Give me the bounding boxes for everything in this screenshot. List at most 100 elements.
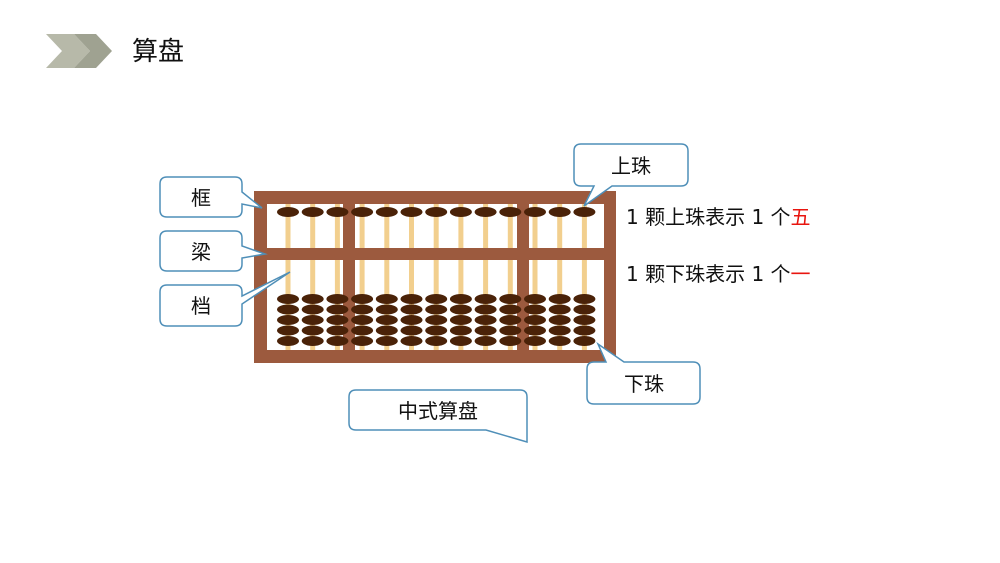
lower-bead [277,325,299,336]
abacus-rod [334,204,340,350]
lower-bead [548,336,571,346]
upper-bead [449,207,472,217]
callout-beam: 梁 [159,230,268,272]
lower-bead [351,294,374,304]
lower-bead-description-text: 1 颗下珠表示 1 个 [626,262,791,286]
double-chevron-right-icon [46,34,112,68]
lower-bead [326,315,349,325]
lower-bead [474,325,497,336]
lower-bead-description: 1 颗下珠表示 1 个一 [626,259,811,289]
abacus-rod [483,204,489,350]
lower-bead [499,325,522,336]
abacus-rod [384,204,390,350]
abacus-rod [409,204,414,350]
abacus-divider-right [517,191,529,363]
lower-bead [351,336,374,346]
lower-bead [400,336,423,346]
lower-bead [474,336,497,346]
caption-label: 中式算盘 [398,399,478,423]
lower-bead [548,294,571,304]
lower-bead [400,304,423,315]
upper-bead-description: 1 颗上珠表示 1 个五 [626,202,811,232]
lower-bead [400,325,423,336]
lower-bead [375,304,398,315]
abacus-rod [557,204,563,350]
lower-bead [449,325,472,336]
caption-callout: 中式算盘 [348,389,528,444]
lower-bead [277,294,299,304]
abacus-rod [285,204,291,350]
callout-upper-bead: 上珠 [573,143,689,207]
lower-bead [301,294,324,304]
abacus-rod [507,204,513,350]
upper-bead [499,207,522,217]
abacus-rod [359,204,365,350]
abacus-rod [433,204,439,350]
lower-bead [301,336,324,346]
abacus-rod [581,204,587,350]
lower-bead [375,336,398,346]
lower-bead [499,304,522,315]
lower-bead [301,325,324,336]
lower-bead [449,294,472,304]
lower-bead [474,304,497,315]
lower-bead [351,325,374,336]
upper-bead [301,207,324,217]
lower-bead [524,315,546,325]
lower-bead [425,336,448,346]
lower-bead [277,304,299,315]
lower-bead [326,294,349,304]
callout-rod-label: 档 [191,294,211,318]
lower-bead [573,315,596,325]
lower-bead [301,304,324,315]
lower-bead [375,325,398,336]
lower-bead [474,315,497,325]
upper-bead [375,207,398,217]
upper-bead [400,207,423,217]
lower-bead [375,315,398,325]
lower-bead [351,315,374,325]
upper-bead [351,207,374,217]
abacus-rod [310,204,316,350]
lower-bead [474,294,497,304]
upper-bead-description-text: 1 颗上珠表示 1 个 [626,205,791,229]
abacus-divider-left [343,191,355,363]
callout-rod: 档 [159,271,291,327]
lower-bead [425,294,448,304]
upper-bead [524,207,546,217]
lower-bead [548,304,571,315]
callout-upper-bead-label: 上珠 [611,154,651,178]
upper-bead [425,207,448,217]
lower-bead [351,304,374,315]
lower-bead-value: 一 [790,262,811,286]
lower-bead [573,304,596,315]
lower-bead [375,294,398,304]
lower-bead [326,336,349,346]
lower-bead [400,294,423,304]
lower-bead [573,325,596,336]
lower-bead [449,304,472,315]
upper-bead-value: 五 [790,205,811,229]
upper-bead [474,207,497,217]
callout-lower-bead: 下珠 [586,341,701,405]
lower-bead [301,315,324,325]
lower-bead [524,304,546,315]
callout-beam-label: 梁 [191,240,211,264]
page-title: 算盘 [132,37,185,67]
callout-lower-bead-label: 下珠 [624,372,664,396]
abacus-beam [254,248,616,260]
lower-bead [425,325,448,336]
upper-bead [548,207,571,217]
lower-bead [449,336,472,346]
lower-bead [573,336,596,346]
lower-bead [277,315,299,325]
lower-bead [524,325,546,336]
lower-bead [277,336,299,346]
lower-bead [548,315,571,325]
lower-bead [326,304,349,315]
lower-bead [425,304,448,315]
callout-frame: 框 [159,176,263,218]
lower-bead [449,315,472,325]
lower-bead [499,336,522,346]
